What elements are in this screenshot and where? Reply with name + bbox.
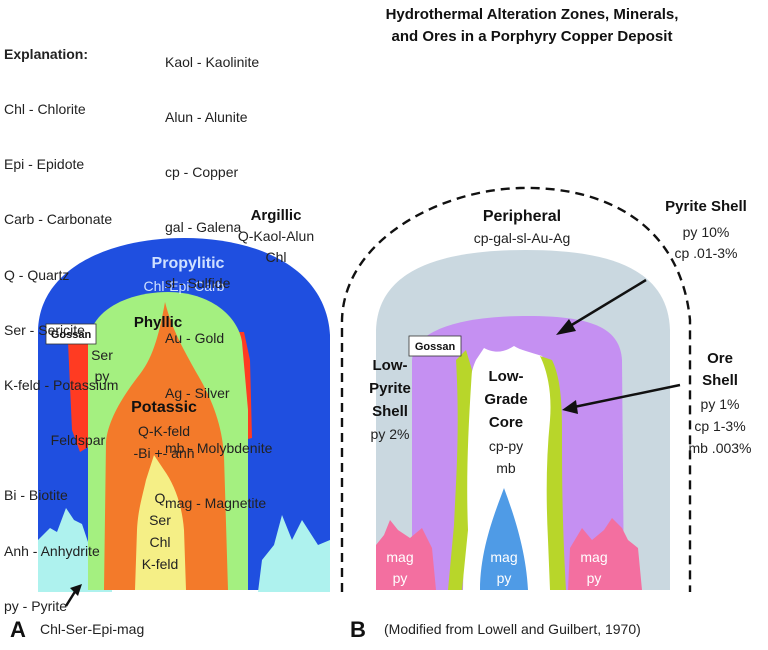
phyllic-minerals-1: Ser xyxy=(91,347,113,363)
ore-shell-right xyxy=(540,356,566,590)
core-mineral-4: K-feld xyxy=(142,556,179,572)
peripheral-label: Peripheral xyxy=(483,208,561,225)
low-pyrite-shell-label-2: Pyrite xyxy=(369,380,411,397)
pyrite-shell-arrow xyxy=(569,278,647,328)
propylitic-label: Propylitic xyxy=(152,255,225,272)
explanation-item: Feldspar xyxy=(4,432,106,449)
explanation-item: mag - Magnetite xyxy=(165,495,267,512)
explanation-item: Kaol - Kaolinite xyxy=(165,53,260,70)
explanation-item: py - Pyrite xyxy=(4,597,68,614)
explanation-item: Bi - Biotite xyxy=(4,487,68,504)
explanation-item: Ag - Silver xyxy=(165,385,230,402)
core-mineral-3: Chl xyxy=(149,534,170,550)
explanation-item: Ser - Sericite xyxy=(4,321,85,338)
low-grade-core-label-2: Grade xyxy=(484,391,527,408)
phyllic-label: Phyllic xyxy=(134,314,182,331)
core-zone xyxy=(135,455,186,590)
mag-zone-left xyxy=(376,520,436,590)
gossan-label-b: Gossan xyxy=(415,341,456,353)
low-pyrite-shell-minerals: py 2% xyxy=(371,426,410,442)
low-pyrite-shell-label-1: Low- xyxy=(373,357,408,374)
panel-b-credit: (Modified from Lowell and Guilbert, 1970… xyxy=(384,621,641,637)
mag-left-label-2: py xyxy=(393,570,408,586)
low-grade-core-label-3: Core xyxy=(489,414,523,431)
gossan-box-a xyxy=(45,323,97,345)
panel-b: Peripheral cp-gal-sl-Au-Ag Pyrite Shell … xyxy=(340,186,752,642)
potassic-minerals-1: Q-K-feld xyxy=(138,423,190,439)
argillic-minerals-2: Chl xyxy=(265,249,286,265)
cyan-zone-arrow xyxy=(64,589,78,607)
mag-left-label-1: mag xyxy=(386,549,413,565)
ore-shell-minerals-3: mb .003% xyxy=(688,440,751,456)
explanation-item: Chl - Chlorite xyxy=(4,101,86,118)
low-grade-core-minerals-2: mb xyxy=(496,460,516,476)
explanation-item: Q - Quartz xyxy=(4,266,70,283)
ore-shell-arrowhead xyxy=(562,400,578,414)
argillic-minerals-1: Q-Kaol-Alun xyxy=(238,228,314,244)
pyrite-shell-minerals-2: cp .01-3% xyxy=(674,245,737,261)
low-grade-core-minerals-1: cp-py xyxy=(489,438,523,454)
peripheral-minerals: cp-gal-sl-Au-Ag xyxy=(474,230,570,246)
explanation-item: cp - Copper xyxy=(165,164,239,181)
potassic-zone xyxy=(104,302,228,590)
potassic-minerals-2: -Bi +- anh xyxy=(133,445,194,461)
explanation-item: Au - Gold xyxy=(165,329,225,346)
low-grade-core-zone xyxy=(463,346,556,590)
deposit-outline xyxy=(340,186,692,592)
low-pyrite-shell-label-3: Shell xyxy=(372,403,408,420)
ore-shell-left xyxy=(448,350,472,590)
ore-shell-label-1: Ore xyxy=(707,350,733,367)
explanation-column-1: Explanation: Chl - Chlorite Epi - Epidot… xyxy=(4,8,118,634)
explanation-item: Alun - Alunite xyxy=(165,109,248,126)
pyrite-shell-minerals-1: py 10% xyxy=(683,224,730,240)
mag-right-label-1: mag xyxy=(580,549,607,565)
explanation-item: sl - Sulfide xyxy=(165,274,231,291)
mag-center-label-1: mag xyxy=(490,549,517,565)
mag-zone-right xyxy=(568,518,642,590)
argillic-label: Argillic xyxy=(251,207,302,224)
phyllic-minerals-2: py xyxy=(95,368,110,384)
gossan-box-b xyxy=(408,335,462,357)
diagram-title-line1: Hydrothermal Alteration Zones, Minerals, xyxy=(386,6,679,23)
panel-a: Argillic Q-Kaol-Alun Chl Propylitic Chl-… xyxy=(10,207,330,642)
panel-b-letter: B xyxy=(350,617,366,642)
pyrite-shell-arrowhead xyxy=(556,319,576,335)
ore-shell-label-2: Shell xyxy=(702,372,738,389)
mag-right-label-2: py xyxy=(587,570,602,586)
core-mineral-2: Ser xyxy=(149,512,171,528)
ore-shell-arrow xyxy=(573,383,681,409)
gossan-label-a: Gossan xyxy=(51,329,92,341)
ore-shell-minerals-2: cp 1-3% xyxy=(694,418,745,434)
propylitic-minerals: Chl-Epi-Carb xyxy=(144,278,225,294)
mag-center-label-2: py xyxy=(497,570,512,586)
low-grade-core-label-1: Low- xyxy=(489,368,524,385)
explanation-heading: Explanation: xyxy=(4,45,89,62)
potassic-label: Potassic xyxy=(131,399,197,416)
explanation-item: Carb - Carbonate xyxy=(4,211,113,228)
ore-shell-minerals-1: py 1% xyxy=(701,396,740,412)
explanation-column-2: Kaol - Kaolinite Alun - Alunite cp - Cop… xyxy=(165,16,272,531)
panel-a-letter: A xyxy=(10,617,26,642)
core-mineral-1: Q xyxy=(155,490,166,506)
diagram-title-line2: and Ores in a Porphyry Copper Deposit xyxy=(392,28,673,45)
explanation-item: gal - Galena xyxy=(165,219,242,236)
bottom-cyan-zone-right xyxy=(258,515,330,592)
pyrite-shell-label: Pyrite Shell xyxy=(665,198,747,215)
cyan-zone-arrowhead xyxy=(70,584,82,596)
mag-zone-center xyxy=(480,488,528,590)
panel-a-bottom-label: Chl-Ser-Epi-mag xyxy=(40,621,144,637)
explanation-item: K-feld - Potassium xyxy=(4,377,119,394)
explanation-item: Anh - Anhydrite xyxy=(4,542,100,559)
explanation-item: mb - Molybdenite xyxy=(165,440,273,457)
explanation-item: Epi - Epidote xyxy=(4,156,85,173)
